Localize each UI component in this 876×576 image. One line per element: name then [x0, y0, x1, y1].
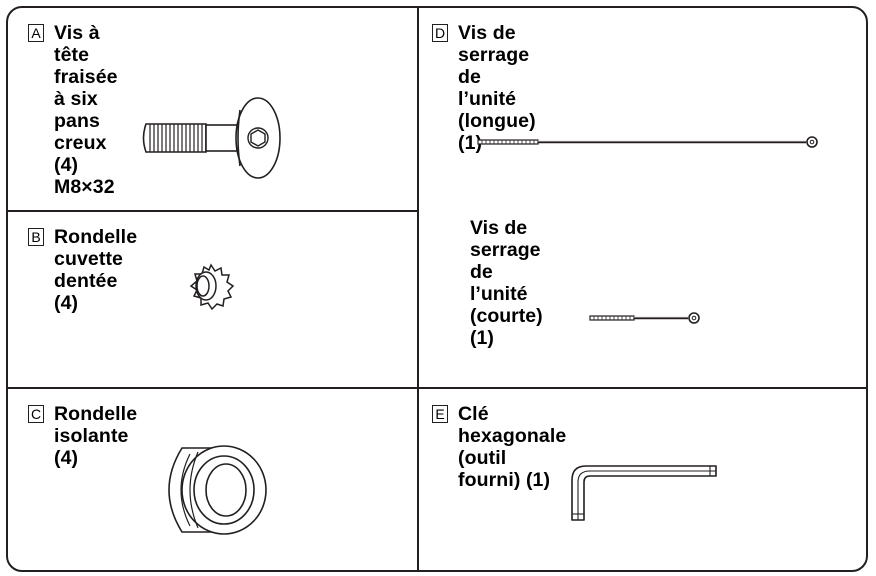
part-d-title: Vis de serrage de l’unité (longue) (1) — [458, 22, 536, 154]
part-a-header: A Vis à tête fraisée à six pans creux (4… — [28, 22, 118, 198]
insulating-washer-icon — [168, 445, 267, 535]
part-d-letter: D — [432, 24, 448, 42]
part-d-sub-line1: Vis de serrage de l’unité (courte) — [470, 217, 543, 327]
column-divider — [417, 6, 419, 572]
part-c-letter: C — [28, 405, 44, 423]
hex-key-icon — [571, 465, 717, 521]
part-d-title-line1: Vis de serrage de l’unité (longue) — [458, 22, 536, 132]
part-b-title: Rondelle cuvette dentée (4) — [54, 226, 138, 314]
part-c-title: Rondelle isolante (4) — [54, 403, 138, 469]
table-frame — [6, 6, 868, 572]
row-divider-bottom — [6, 387, 868, 389]
part-d-title-line2: (1) — [458, 132, 483, 154]
part-c-header: C Rondelle isolante (4) — [28, 403, 137, 469]
row-divider-ab — [6, 210, 418, 212]
part-a-title-line2: creux (4) — [54, 132, 107, 176]
short-clamp-screw-icon — [589, 312, 700, 324]
part-d-short-title: Vis de serrage de l’unité (courte) (1) — [470, 217, 543, 349]
part-e-header: E Clé hexagonale (outil fourni) (1) — [432, 403, 566, 491]
part-a-letter: A — [28, 24, 44, 42]
part-b-letter: B — [28, 228, 44, 246]
part-e-title: Clé hexagonale (outil fourni) (1) — [458, 403, 567, 491]
part-a-title-line1: Vis à tête fraisée à six pans — [54, 22, 118, 132]
part-d-header: D Vis de serrage de l’unité (longue) (1) — [432, 22, 536, 154]
toothed-washer-icon — [189, 263, 235, 311]
hex-socket-screw-icon — [142, 97, 281, 179]
part-b-header: B Rondelle cuvette dentée (4) — [28, 226, 137, 314]
long-clamp-screw-icon — [477, 136, 818, 148]
part-d-sub-line2: (1) — [470, 327, 494, 349]
part-a-title: Vis à tête fraisée à six pans creux (4) … — [54, 22, 118, 198]
part-e-letter: E — [432, 405, 448, 423]
part-a-spec: M8×32 — [54, 176, 115, 198]
